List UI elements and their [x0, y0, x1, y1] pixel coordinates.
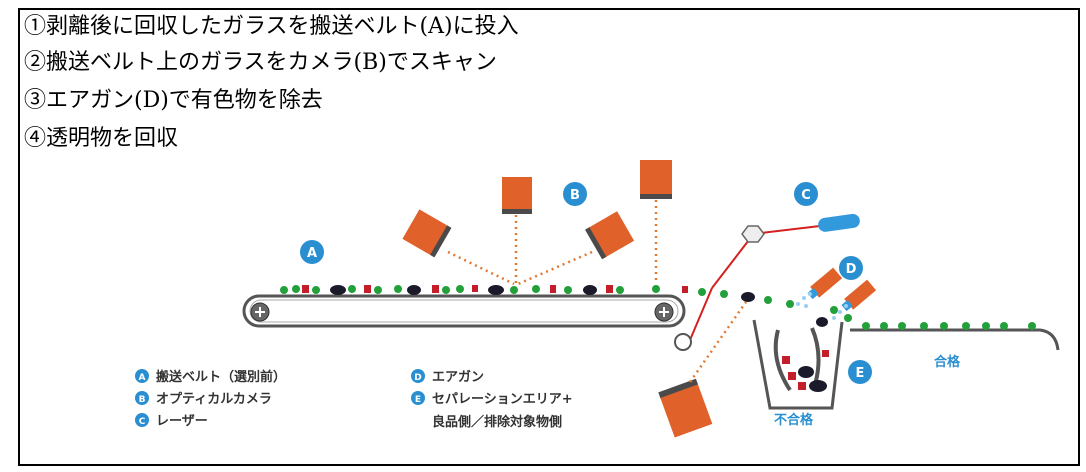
svg-text:エアガン: エアガン	[432, 370, 484, 385]
svg-text:D: D	[414, 373, 421, 383]
camera-icon	[402, 209, 452, 258]
marker-a: A	[300, 240, 324, 264]
camera-icon	[658, 378, 713, 438]
pass-label: 合格	[934, 354, 961, 370]
legend-item-b: B オプティカルカメラ	[135, 391, 272, 407]
legend-item-e-continued: 良品側／排除対象物側	[432, 414, 562, 430]
svg-text:E: E	[415, 395, 421, 405]
svg-text:D: D	[846, 262, 857, 277]
legend: A 搬送ベルト（選別前） B オプティカルカメラ C レーザー D エアガン E…	[135, 369, 573, 430]
svg-text:オプティカルカメラ: オプティカルカメラ	[156, 392, 272, 407]
pulley-icon	[250, 302, 270, 322]
glass-pieces-in-air	[682, 286, 852, 327]
marker-c: C	[794, 182, 818, 206]
laser-icon	[741, 213, 860, 243]
legend-item-c: C レーザー	[135, 413, 208, 429]
step-4-text: ④透明物を回収	[24, 126, 179, 151]
legend-item-d: D エアガン	[411, 369, 484, 385]
camera-icon	[502, 177, 532, 214]
marker-d: D	[839, 256, 863, 280]
svg-text:B: B	[570, 188, 580, 203]
pass-ramp	[850, 322, 1060, 351]
step-2-text: ②搬送ベルト上のガラスをカメラ(B)でスキャン	[24, 50, 497, 75]
airgun-icon	[807, 267, 843, 300]
fail-label: 不合格	[774, 412, 814, 428]
svg-text:搬送ベルト（選別前）: 搬送ベルト（選別前）	[156, 369, 286, 385]
airgun-icon	[841, 279, 877, 312]
legend-item-e: E セパレーションエリア+	[411, 391, 573, 407]
svg-text:A: A	[139, 373, 146, 383]
figure-frame: ①剥離後に回収したガラスを搬送ベルト(A)に投入 ②搬送ベルト上のガラスをカメラ…	[18, 8, 1080, 466]
step-1-text: ①剥離後に回収したガラスを搬送ベルト(A)に投入	[24, 14, 519, 39]
sensor-icon	[674, 333, 692, 351]
camera-icon	[640, 160, 672, 199]
glass-pieces-on-belt	[280, 285, 660, 295]
marker-e: E	[848, 360, 872, 384]
reject-bin	[752, 319, 844, 410]
svg-text:A: A	[307, 246, 317, 261]
svg-text:セパレーションエリア+: セパレーションエリア+	[432, 392, 573, 407]
conveyor-belt	[242, 294, 686, 328]
svg-text:B: B	[139, 395, 146, 405]
camera-icon	[585, 211, 635, 260]
camera-beams	[447, 200, 748, 383]
svg-text:C: C	[801, 188, 811, 203]
pulley-icon	[654, 302, 674, 322]
step-3-text: ③エアガン(D)で有色物を除去	[24, 88, 323, 113]
svg-text:レーザー: レーザー	[156, 414, 208, 429]
svg-text:E: E	[856, 366, 865, 381]
svg-text:C: C	[139, 417, 146, 427]
marker-b: B	[563, 182, 587, 206]
legend-item-a: A 搬送ベルト（選別前）	[135, 369, 286, 385]
air-blast	[796, 292, 848, 320]
